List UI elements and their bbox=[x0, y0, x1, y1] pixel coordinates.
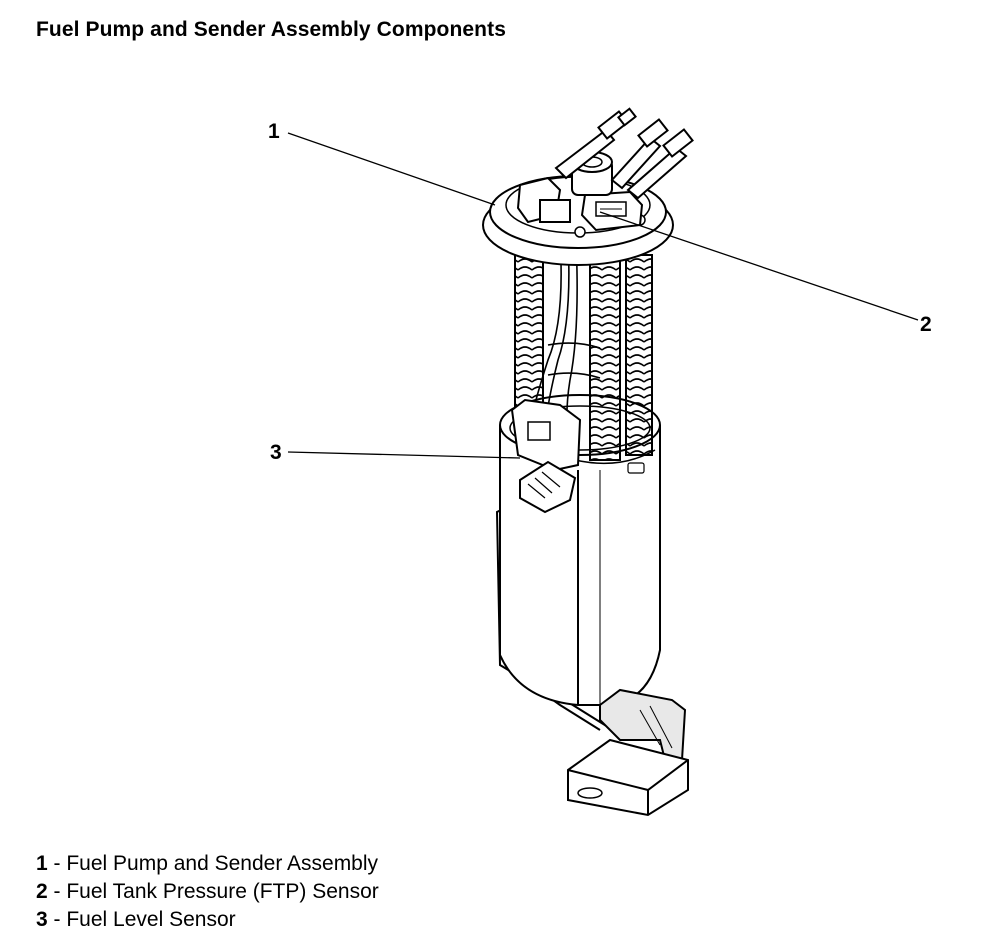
electrical-connector bbox=[516, 176, 571, 224]
diagram-title: Fuel Pump and Sender Assembly Components bbox=[36, 18, 506, 41]
legend-number: 3 bbox=[36, 908, 48, 931]
leader-1 bbox=[287, 132, 496, 206]
legend-label: Fuel Pump and Sender Assembly bbox=[66, 852, 379, 875]
fuel-line-nipples bbox=[554, 107, 694, 200]
fuel-strainer bbox=[567, 688, 689, 817]
leader-2 bbox=[599, 211, 919, 321]
legend-separator: - bbox=[47, 852, 67, 875]
legend-separator: - bbox=[47, 908, 67, 931]
legend-item-3: 3 - Fuel Level Sensor bbox=[36, 906, 379, 934]
callout-number-1: 1 bbox=[268, 120, 280, 143]
legend-separator: - bbox=[47, 880, 67, 903]
callout-leaders bbox=[287, 132, 919, 459]
component-legend: 1 - Fuel Pump and Sender Assembly 2 - Fu… bbox=[36, 850, 379, 934]
legend-item-1: 1 - Fuel Pump and Sender Assembly bbox=[36, 850, 379, 878]
callout-number-2: 2 bbox=[920, 313, 932, 336]
legend-item-2: 2 - Fuel Tank Pressure (FTP) Sensor bbox=[36, 878, 379, 906]
legend-label: Fuel Tank Pressure (FTP) Sensor bbox=[66, 880, 379, 903]
legend-number: 2 bbox=[36, 880, 48, 903]
fuel-pump-illustration: 1 2 3 bbox=[268, 107, 932, 817]
ftp-sensor bbox=[580, 190, 644, 232]
corrugated-fuel-lines bbox=[514, 254, 653, 461]
fuel-level-sensor bbox=[510, 398, 582, 514]
pressure-regulator bbox=[571, 151, 613, 196]
leader-3 bbox=[287, 451, 521, 459]
legend-label: Fuel Level Sensor bbox=[66, 908, 236, 931]
legend-number: 1 bbox=[36, 852, 48, 875]
callout-number-3: 3 bbox=[270, 441, 282, 464]
